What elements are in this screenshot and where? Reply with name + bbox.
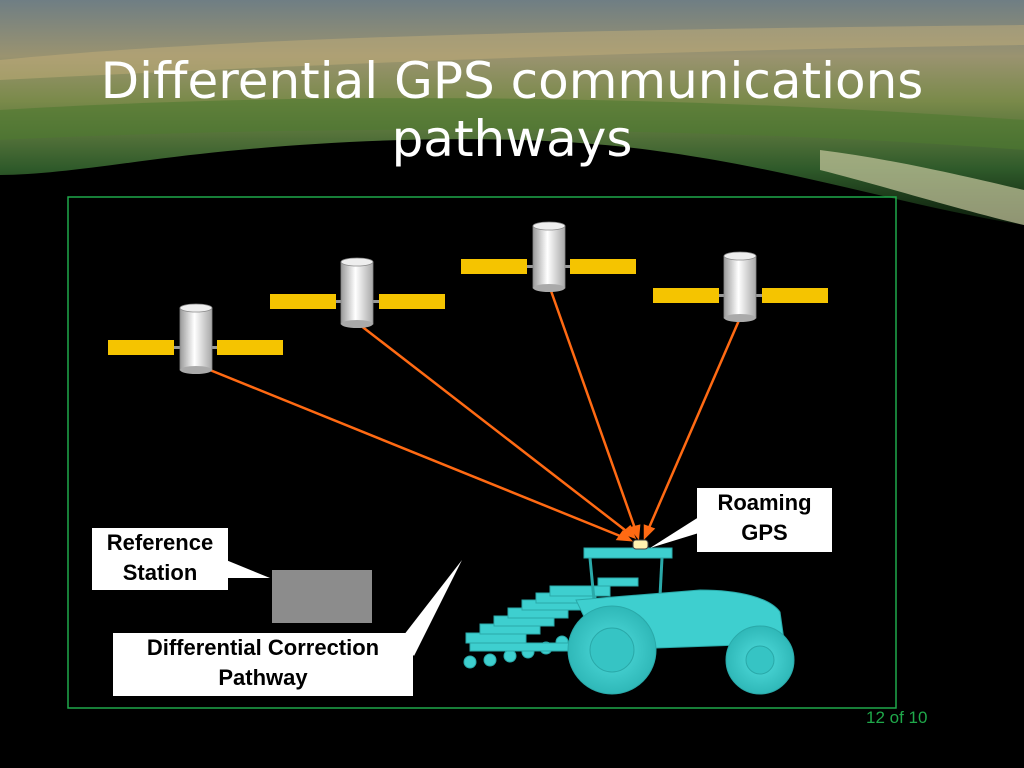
satellite-icon <box>653 251 828 322</box>
satellite-icon <box>108 303 283 374</box>
signal-line-4 <box>643 317 742 538</box>
differential-correction-label: Differential Correction Pathway <box>113 633 413 696</box>
reference-station-icon <box>272 570 372 623</box>
signal-line-3 <box>548 287 640 538</box>
reference-station-label-line-1: Reference <box>106 530 214 555</box>
differential-correction-label-line-1: Differential Correction <box>146 635 380 660</box>
page-number: 12 of 10 <box>866 708 928 727</box>
gps-receiver-icon <box>632 539 649 550</box>
signal-line-2 <box>359 324 635 538</box>
reference-callout-pointer <box>226 560 270 578</box>
signal-arrowhead-1 <box>615 529 633 542</box>
slide-title-line-1: Differential GPS communications <box>100 52 924 110</box>
roaming-gps-label-line-2: GPS <box>741 520 788 545</box>
satellite-icon <box>270 257 445 328</box>
landscape-background <box>0 0 1024 225</box>
signal-arrowhead-2 <box>620 524 637 540</box>
signal-arrowhead-3 <box>628 524 641 541</box>
correction-callout-pointer <box>400 560 462 656</box>
slide-title: Differential GPS communications pathways <box>0 52 1024 168</box>
roaming-callout-pointer <box>650 515 702 548</box>
tractor-icon <box>463 547 795 695</box>
planter-implement <box>463 585 611 669</box>
differential-correction-label-line-2: Pathway <box>218 665 308 690</box>
signal-arrowhead-4 <box>643 524 656 541</box>
slide-title-line-2: pathways <box>391 110 633 168</box>
reference-station-label: Reference Station <box>92 528 228 590</box>
signal-line-1 <box>204 366 631 542</box>
signal-lines <box>204 287 742 542</box>
roaming-gps-label: Roaming GPS <box>697 488 832 552</box>
diagram-frame <box>67 196 897 709</box>
reference-station-label-line-2: Station <box>122 560 198 585</box>
roaming-gps-label-line-1: Roaming <box>717 490 812 515</box>
satellite-icon <box>461 221 636 292</box>
